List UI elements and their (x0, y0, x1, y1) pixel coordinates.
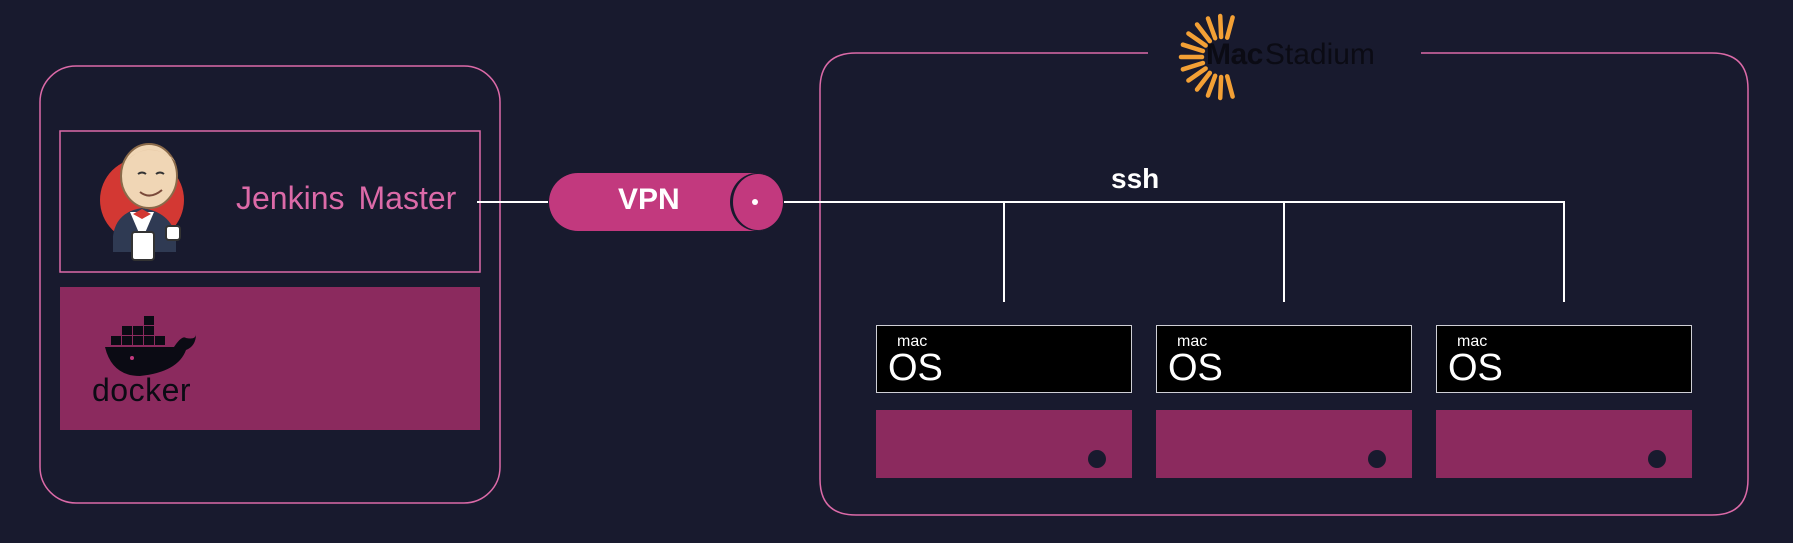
sunburst-ray (1186, 31, 1208, 48)
sunburst-ray (1217, 13, 1224, 40)
sunburst-ray (1205, 73, 1218, 98)
jenkins-master-label: Jenkins Master (236, 180, 456, 217)
jenkins-label-word: Jenkins (236, 180, 345, 216)
macos-small-label: mac (897, 333, 928, 350)
docker-wordmark: docker (92, 372, 192, 408)
host-drive-unit (1436, 410, 1692, 478)
host-drive-unit (876, 410, 1132, 478)
jenkins-butler-icon (100, 143, 184, 261)
host-drive-unit (1156, 410, 1412, 478)
sunburst-ray (1180, 60, 1206, 72)
sunburst-ray (1224, 15, 1235, 40)
vpn-label: VPN (618, 183, 680, 216)
macos-big-label: OS (1168, 347, 1223, 389)
sunburst-ray (1186, 66, 1208, 83)
jenkins-host-container (39, 65, 501, 504)
sunburst-ray (1224, 74, 1235, 99)
sunburst-ray (1205, 16, 1218, 41)
sunburst-icon (1178, 13, 1235, 101)
macos-host-card: mac OS (876, 325, 1132, 393)
macos-small-label: mac (1457, 333, 1488, 350)
sunburst-ray (1194, 70, 1213, 92)
macos-big-label: OS (888, 347, 943, 389)
macstadium-logo-text: MacStadium (1206, 38, 1375, 72)
macstadium-name-light: Stadium (1264, 38, 1375, 71)
master-label-word: Master (358, 180, 457, 216)
sunburst-ray (1180, 42, 1206, 54)
drive-led-icon (1088, 450, 1106, 468)
docker-whale-icon (105, 316, 196, 376)
ssh-label: ssh (1111, 163, 1160, 194)
vpn-tunnel (549, 173, 784, 231)
sunburst-ray (1194, 22, 1213, 44)
sunburst-ray (1217, 74, 1224, 101)
drive-led-icon (1648, 450, 1666, 468)
macos-small-label: mac (1177, 333, 1208, 350)
macos-big-label: OS (1448, 347, 1503, 389)
macos-host-card: mac OS (1436, 325, 1692, 393)
macos-host-card: mac OS (1156, 325, 1412, 393)
macstadium-name-bold: Mac (1206, 38, 1263, 71)
macstadium-container (819, 52, 1749, 516)
drive-led-icon (1368, 450, 1386, 468)
